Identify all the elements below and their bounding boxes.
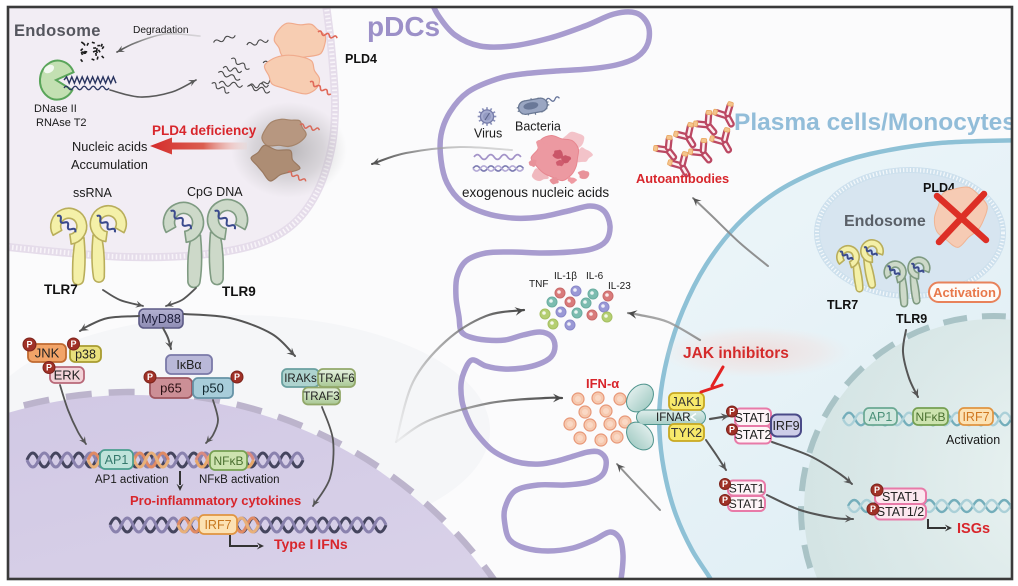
- svg-text:NFκB: NFκB: [214, 454, 244, 468]
- svg-text:P: P: [46, 363, 52, 373]
- svg-text:JAK inhibitors: JAK inhibitors: [683, 345, 789, 362]
- svg-text:Autoantibodies: Autoantibodies: [636, 171, 729, 186]
- svg-text:IL-23: IL-23: [608, 281, 631, 292]
- svg-text:AP1: AP1: [869, 410, 893, 424]
- svg-text:TLR7: TLR7: [44, 282, 78, 297]
- svg-text:IRF7: IRF7: [962, 410, 989, 424]
- svg-text:IRF9: IRF9: [772, 419, 799, 433]
- svg-text:P: P: [722, 495, 728, 505]
- svg-text:NFκB activation: NFκB activation: [199, 474, 280, 486]
- svg-text:Accumulation: Accumulation: [71, 157, 148, 172]
- svg-text:MyD88: MyD88: [141, 312, 181, 326]
- svg-text:TLR9: TLR9: [896, 312, 927, 326]
- svg-text:IFN-α: IFN-α: [586, 376, 619, 391]
- svg-text:ssRNA: ssRNA: [73, 186, 113, 200]
- svg-text:IκBα: IκBα: [176, 358, 201, 372]
- svg-text:DNase II: DNase II: [34, 103, 77, 115]
- svg-text:TLR9: TLR9: [222, 284, 256, 299]
- svg-text:TLR7: TLR7: [827, 298, 858, 312]
- svg-text:Activation: Activation: [933, 285, 996, 300]
- svg-text:Activation: Activation: [946, 433, 1000, 447]
- svg-text:P: P: [729, 407, 735, 417]
- svg-text:P: P: [234, 372, 240, 382]
- svg-text:STAT1/2: STAT1/2: [877, 505, 925, 519]
- svg-text:IRF7: IRF7: [204, 518, 231, 532]
- svg-text:CpG DNA: CpG DNA: [187, 185, 243, 199]
- svg-text:Bacteria: Bacteria: [515, 120, 561, 134]
- svg-text:Endosome: Endosome: [844, 213, 926, 230]
- svg-text:P: P: [729, 425, 735, 435]
- svg-text:Type I IFNs: Type I IFNs: [274, 536, 348, 552]
- svg-text:AP1: AP1: [105, 453, 129, 467]
- svg-text:TRAF3: TRAF3: [303, 391, 339, 403]
- svg-text:JNK: JNK: [35, 346, 60, 361]
- svg-text:IRAKs: IRAKs: [284, 373, 317, 385]
- svg-text:PLD4 deficiency: PLD4 deficiency: [152, 123, 257, 138]
- svg-text:STAT1: STAT1: [882, 490, 919, 504]
- svg-text:TRAF6: TRAF6: [318, 373, 354, 385]
- svg-text:exogenous nucleic acids: exogenous nucleic acids: [462, 185, 609, 200]
- svg-text:STAT2: STAT2: [734, 428, 771, 442]
- svg-text:P: P: [70, 339, 76, 349]
- svg-text:ISGs: ISGs: [957, 521, 990, 537]
- svg-text:JAK1: JAK1: [672, 395, 702, 409]
- svg-text:Pro-inflammatory cytokines: Pro-inflammatory cytokines: [130, 493, 301, 508]
- svg-text:RNAse T2: RNAse T2: [36, 117, 87, 129]
- svg-text:NFκB: NFκB: [916, 410, 946, 424]
- svg-text:TYK2: TYK2: [671, 426, 702, 440]
- svg-text:p38: p38: [75, 348, 96, 362]
- svg-text:Nucleic acids: Nucleic acids: [72, 139, 147, 154]
- svg-text:p50: p50: [202, 381, 224, 396]
- svg-text:P: P: [147, 372, 153, 382]
- svg-text:IL-6: IL-6: [586, 271, 604, 282]
- svg-text:P: P: [26, 340, 32, 350]
- svg-text:STAT1: STAT1: [734, 411, 771, 425]
- svg-text:P: P: [722, 479, 728, 489]
- svg-text:P: P: [874, 485, 880, 495]
- svg-text:STAT1: STAT1: [729, 497, 765, 511]
- svg-text:PLD4: PLD4: [345, 52, 377, 66]
- svg-text:TNF: TNF: [529, 279, 548, 290]
- svg-text:STAT1: STAT1: [729, 481, 765, 495]
- svg-text:IFNAR: IFNAR: [656, 412, 691, 424]
- svg-text:IL-1β: IL-1β: [554, 271, 577, 282]
- svg-text:AP1 activation: AP1 activation: [95, 474, 169, 486]
- svg-text:Degradation: Degradation: [133, 25, 189, 36]
- svg-text:p65: p65: [160, 381, 182, 396]
- svg-text:Virus: Virus: [474, 127, 502, 141]
- svg-text:ERK: ERK: [54, 368, 81, 383]
- svg-text:P: P: [870, 504, 876, 514]
- svg-text:Plasma cells/Monocytes: Plasma cells/Monocytes: [734, 109, 1016, 136]
- svg-text:pDCs: pDCs: [367, 11, 440, 42]
- svg-text:Endosome: Endosome: [14, 22, 101, 40]
